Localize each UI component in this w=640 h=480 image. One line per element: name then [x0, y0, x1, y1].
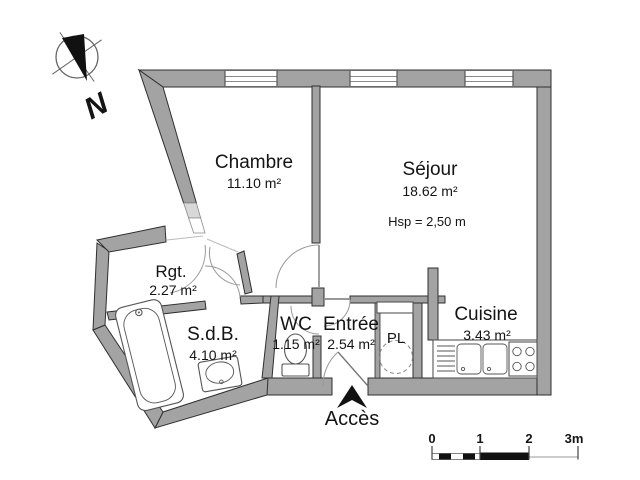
hob: [508, 341, 538, 377]
kitchen-sink: [456, 343, 508, 375]
sejour-ceiling-note: Hsp = 2,50 m: [388, 214, 466, 229]
entree-name: Entrée: [323, 314, 379, 335]
windows: [224, 71, 514, 86]
water-heater-dashed-circle: [379, 340, 413, 374]
pl-name: PL: [387, 330, 405, 347]
room-label-pl: PL: [387, 330, 405, 347]
bathtub: [115, 299, 184, 412]
sejour-name: Séjour: [403, 159, 459, 180]
wall-cross-junction: [311, 287, 325, 307]
room-label-sdb: S.d.B. 4.10 m²: [187, 324, 239, 363]
chambre-door-arc: [208, 246, 241, 286]
washbasin: [197, 355, 243, 393]
scale-tick-2: 2: [525, 431, 532, 446]
rgt-door-arc: [169, 244, 206, 294]
diagonal-wall-window-upper: [183, 202, 202, 219]
compass-rose: N: [52, 32, 115, 126]
room-label-wc: WC 1.15 m²: [272, 314, 320, 352]
drainboard: [437, 345, 455, 372]
wc-name: WC: [280, 314, 312, 335]
sdb-door-arc: [204, 265, 241, 298]
entrance-arrow-icon: [337, 385, 367, 408]
room-labels: Chambre 11.10 m² Séjour 18.62 m² Hsp = 2…: [149, 152, 517, 363]
fixtures: [115, 299, 538, 412]
scale-tick-1: 1: [476, 431, 483, 446]
wall-rgt-left: [92, 242, 110, 331]
wall-pl-right: [412, 302, 423, 379]
sejour-area: 18.62 m²: [402, 183, 458, 199]
entrance-door-leaf: [337, 351, 369, 387]
wall-chambre-diagonal: [138, 68, 198, 204]
diagonal-wall-window-lower: [188, 217, 206, 234]
entree-door-arc: [323, 299, 351, 327]
wall-right: [536, 86, 552, 396]
chambre-door-threshold: [206, 238, 239, 253]
wall-rgt-top: [95, 225, 167, 253]
rgt-door-threshold: [166, 235, 204, 241]
cuisine-name: Cuisine: [454, 304, 517, 325]
sdb-name: S.d.B.: [187, 324, 239, 345]
wc-area: 1.15 m²: [272, 336, 320, 352]
north-arrow-icon: [62, 34, 87, 81]
sdb-area: 4.10 m²: [189, 347, 237, 363]
wall-chambre-stub: [236, 250, 253, 295]
access-marker: Accès: [325, 385, 379, 430]
wall-bottom-wc: [266, 377, 333, 396]
wc-door-arc: [290, 305, 320, 335]
chambre-area: 11.10 m²: [227, 175, 282, 191]
wall-sdb-top-right: [239, 295, 264, 305]
access-label: Accès: [325, 408, 379, 430]
entrance-door-arc: [322, 351, 339, 387]
room-label-chambre: Chambre 11.10 m²: [215, 152, 293, 191]
doors: [166, 235, 369, 387]
room-label-cuisine: Cuisine 3.43 m²: [454, 304, 517, 343]
scale-tick-0: 0: [428, 431, 435, 446]
room-label-rgt: Rgt. 2.27 m²: [149, 262, 197, 298]
wall-partition-chambre-sejour: [311, 85, 321, 244]
cuisine-area: 3.43 m²: [463, 327, 511, 343]
window-sejour-left: [349, 71, 398, 86]
wall-wc-east-lower: [312, 335, 322, 379]
toilet: [281, 333, 310, 377]
chambre-name: Chambre: [215, 152, 293, 173]
kitchen-counter: [432, 339, 538, 379]
placard-shelf: [376, 301, 414, 314]
rgt-name: Rgt.: [155, 262, 186, 281]
wall-cuisine-west: [427, 267, 439, 341]
sejour-door-arc: [275, 244, 320, 289]
window-chambre: [224, 71, 278, 86]
north-label: N: [79, 86, 115, 126]
window-sejour-right: [464, 71, 514, 86]
scale-tick-3m: 3m: [565, 431, 584, 446]
wall-wc-west: [261, 295, 280, 379]
room-label-entree: Entrée 2.54 m²: [323, 314, 379, 352]
rgt-area: 2.27 m²: [149, 282, 197, 298]
scale-bar: 0 1 2 3m: [428, 431, 583, 460]
wall-bottom-right: [367, 377, 538, 396]
room-label-sejour: Séjour 18.62 m² Hsp = 2,50 m: [388, 159, 466, 229]
entree-area: 2.54 m²: [327, 336, 375, 352]
